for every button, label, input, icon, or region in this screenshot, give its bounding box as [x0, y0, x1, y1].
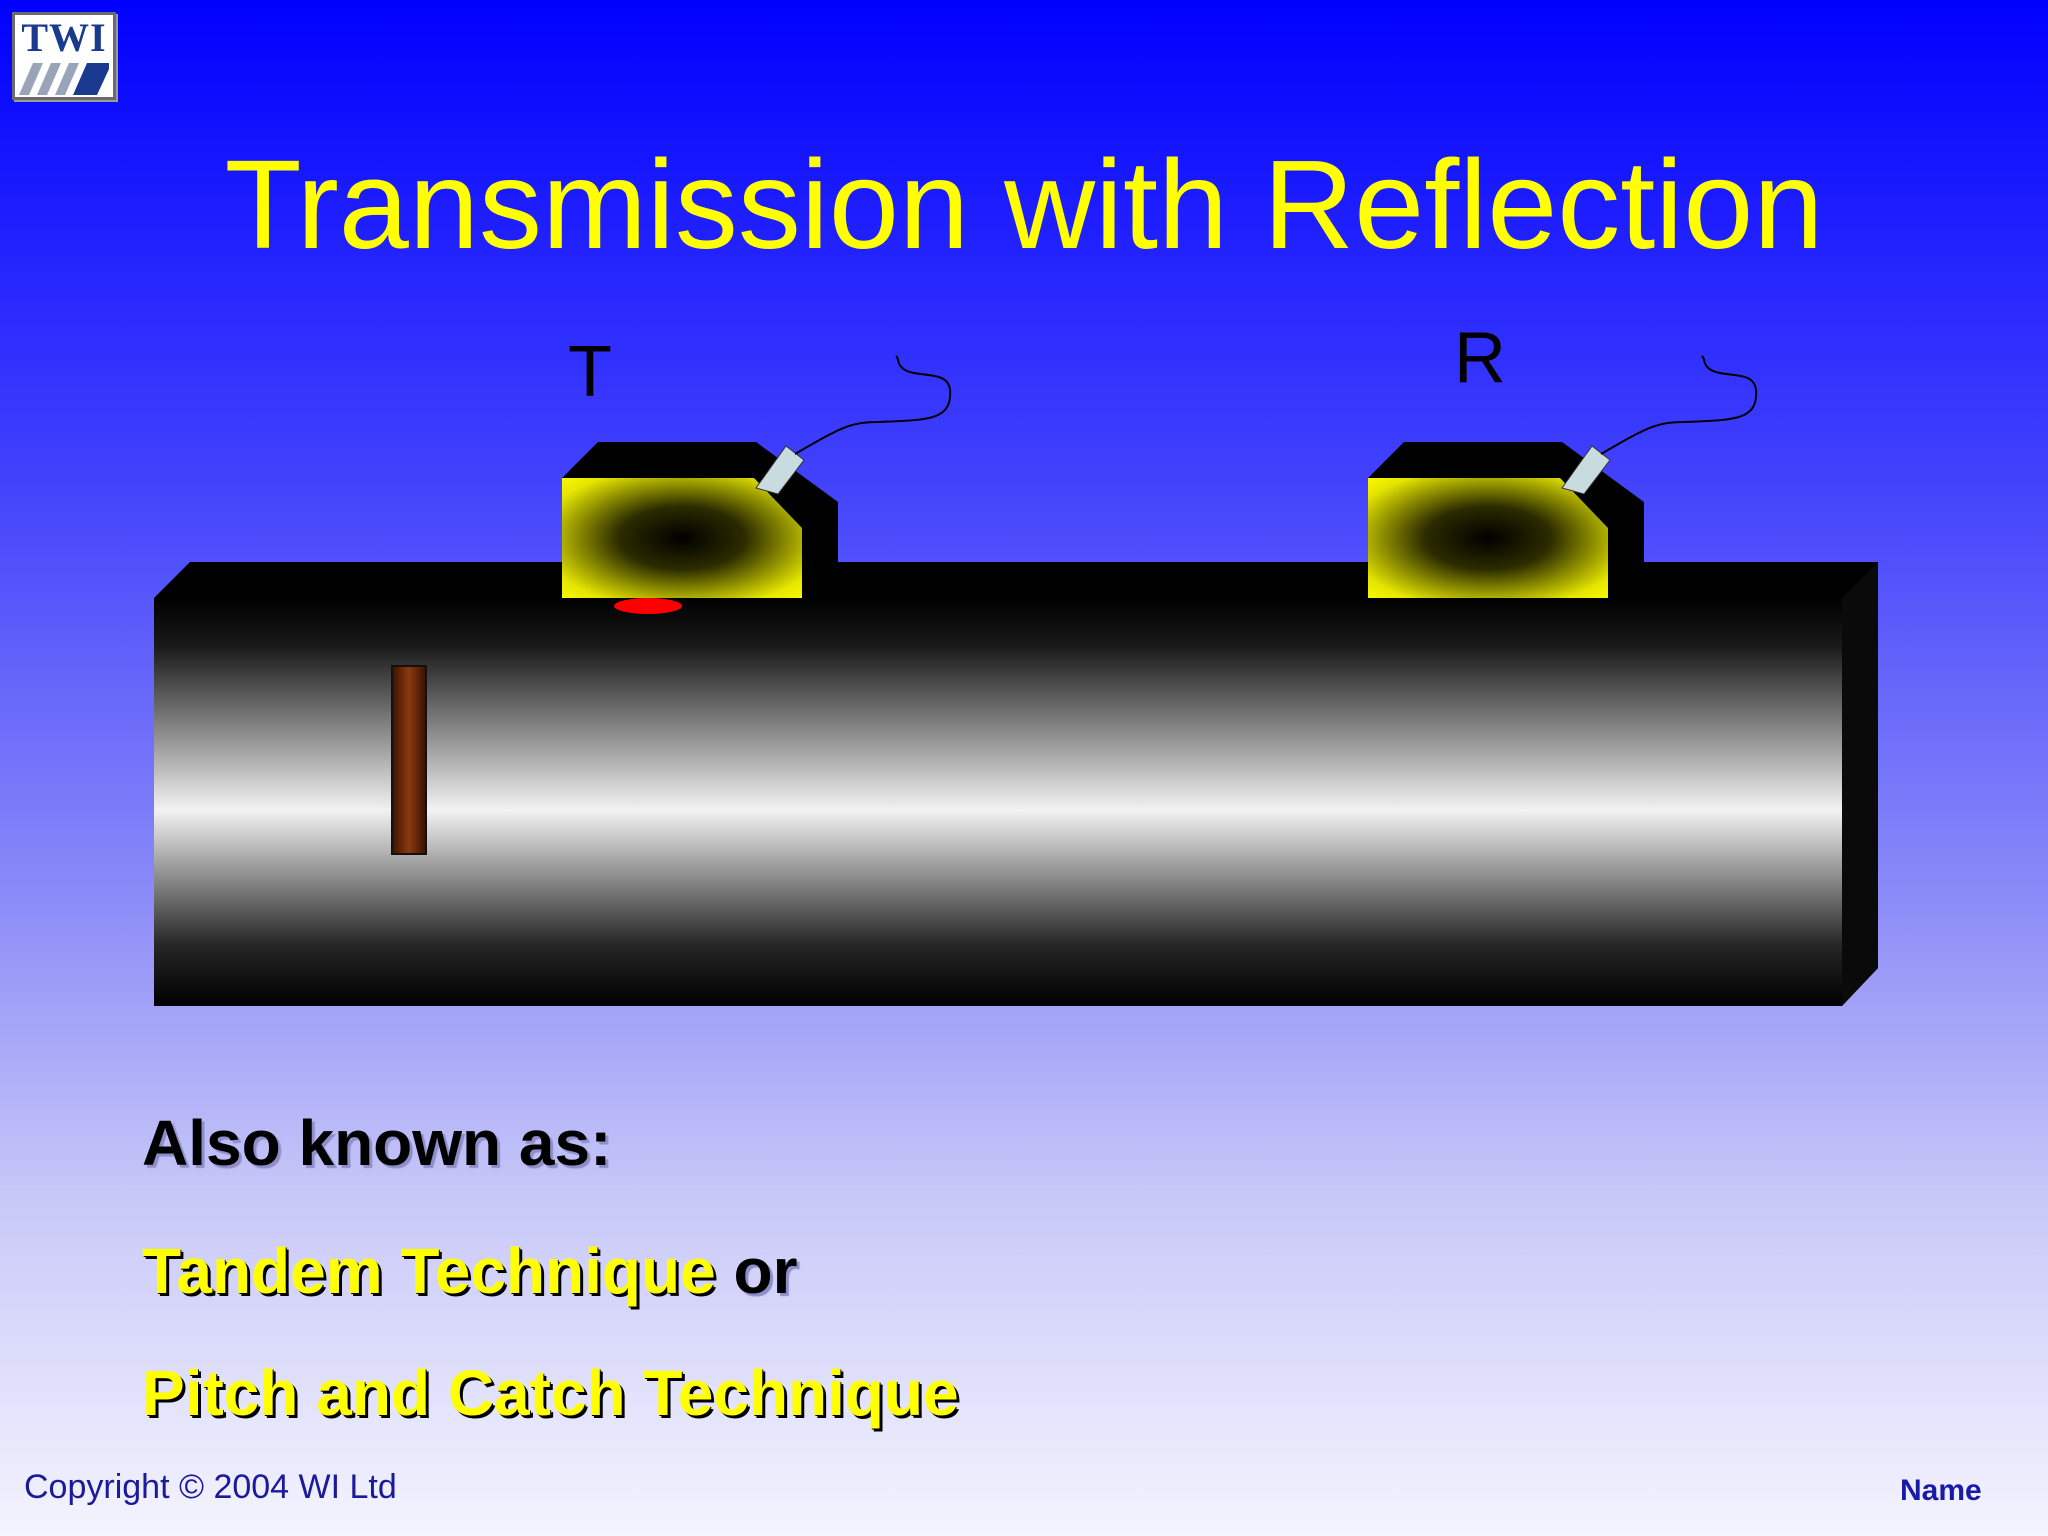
pitch-catch-text: Pitch and Catch Technique: [142, 1357, 959, 1429]
beam-spot: [614, 598, 682, 614]
steel-plate: [154, 562, 1878, 1006]
logo-text: TWI: [21, 15, 107, 60]
copyright-text: Copyright © 2004 WI Ltd: [24, 1468, 397, 1506]
receiver-probe: [1368, 355, 1758, 598]
receiver-label: R: [1454, 318, 1506, 398]
defect: [391, 665, 427, 855]
transmitter-cable: [794, 355, 952, 455]
twi-logo: TWI: [12, 12, 116, 100]
logo-stripes-icon: [19, 63, 109, 95]
slide-title: Transmission with Reflection: [224, 134, 1824, 275]
transmitter-probe: [562, 355, 952, 598]
receiver-cable: [1600, 355, 1758, 455]
name-footer: Name: [1900, 1474, 1982, 1507]
tandem-technique-text: Tandem Technique: [142, 1235, 716, 1307]
or-text: or: [715, 1235, 798, 1307]
transmitter-label: T: [568, 332, 612, 412]
alternate-name-line-1: Tandem Technique or: [142, 1234, 797, 1308]
also-known-as-heading: Also known as:: [142, 1107, 612, 1179]
alternate-name-line-2: Pitch and Catch Technique: [142, 1356, 959, 1430]
